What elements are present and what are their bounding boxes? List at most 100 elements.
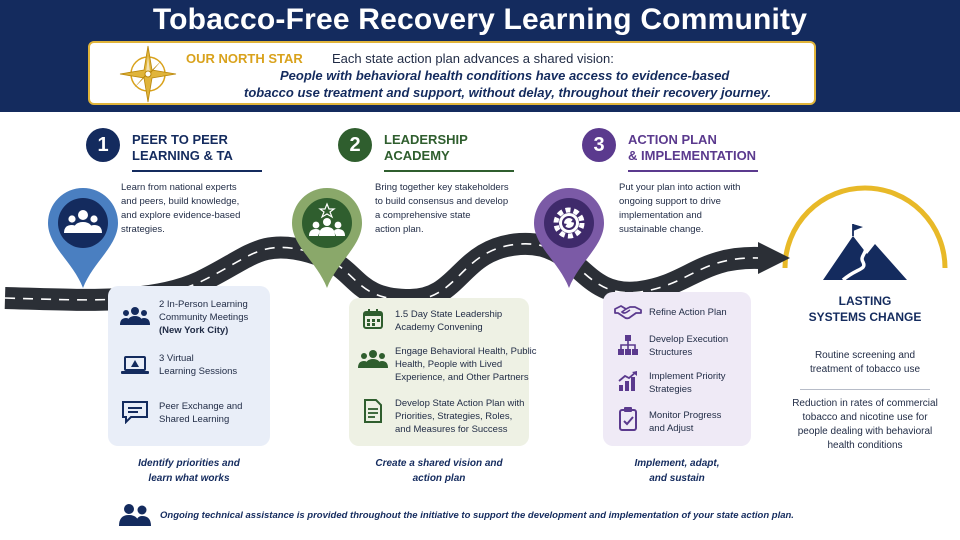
step-3-desc-line: ongoing support to drive: [619, 196, 721, 207]
item-line: Monitor Progress: [649, 410, 722, 421]
step-2-item-3: Develop State Action Plan with Prioritie…: [395, 397, 524, 436]
step-2-title: LEADERSHIP ACADEMY: [384, 132, 468, 164]
step-1-description: Learn from national experts and peers, b…: [121, 181, 240, 237]
chat-icon: [122, 401, 148, 424]
compass-star-icon: [119, 45, 177, 103]
step-1-desc-line: Learn from national experts: [121, 182, 237, 193]
outcome-line: health conditions: [827, 440, 903, 451]
clipboard-icon: [619, 407, 637, 431]
item-line: Strategies: [649, 384, 692, 395]
step-3-item-2: Develop Execution Structures: [649, 333, 728, 359]
step-1-caption: Identify priorities and learn what works: [108, 456, 270, 486]
step-3-desc-line: implementation and: [619, 210, 702, 221]
step-1-desc-line: and peers, build knowledge,: [121, 196, 240, 207]
item-line: Peer Exchange and: [159, 401, 243, 412]
people-icon: [358, 350, 388, 368]
lasting-change-outcome-1: Routine screening and treatment of tobac…: [790, 349, 940, 377]
north-star-box: [88, 41, 816, 105]
step-2-desc-line: Bring together key stakeholders: [375, 182, 509, 193]
north-star-label: OUR NORTH STAR: [186, 51, 303, 66]
step-1-number: 1: [86, 128, 120, 162]
road-arrow-head: [758, 242, 790, 274]
step-1-desc-line: and explore evidence-based: [121, 210, 241, 221]
item-line: and Adjust: [649, 423, 694, 434]
calendar-icon: [363, 309, 383, 329]
item-line: 2 In-Person Learning: [159, 299, 248, 310]
item-line: Develop State Action Plan with: [395, 398, 525, 409]
pin-1: [48, 188, 118, 288]
step-3-item-1: Refine Action Plan: [649, 306, 727, 319]
outcome-line: Routine screening and: [814, 350, 916, 361]
caption-line: Create a shared vision and: [375, 458, 503, 469]
step-2-item-2: Engage Behavioral Health, Public Health,…: [395, 345, 537, 384]
caption-line: action plan: [412, 473, 466, 484]
step-3-rule: [628, 170, 758, 172]
item-line: and Measures for Success: [395, 424, 508, 435]
item-line: Structures: [649, 347, 693, 358]
caption-line: Identify priorities and: [138, 458, 240, 469]
item-line: Develop Execution: [649, 334, 729, 345]
group-icon: [120, 307, 150, 325]
step-3-title: ACTION PLAN & IMPLEMENTATION: [628, 132, 756, 164]
step-1-title-line-1: PEER TO PEER: [132, 132, 228, 147]
item-line: Shared Learning: [159, 414, 230, 425]
item-line: Experience, and Other Partners: [395, 372, 529, 383]
item-line: Refine Action Plan: [649, 307, 727, 318]
step-2-desc-line: to build consensus and develop: [375, 196, 509, 207]
step-3-number: 3: [582, 128, 616, 162]
item-line: Academy Convening: [395, 322, 483, 333]
caption-line: learn what works: [148, 473, 230, 484]
step-1-item-1: 2 In-Person Learning Community Meetings …: [159, 298, 248, 337]
step-1-item-2: 3 Virtual Learning Sessions: [159, 352, 237, 378]
step-3-desc-line: sustainable change.: [619, 224, 704, 235]
item-line: Health, People with Lived: [395, 359, 503, 370]
pin-2: [292, 188, 362, 288]
step-2-item-1: 1.5 Day State Leadership Academy Conveni…: [395, 308, 502, 334]
leadership-icon: [309, 202, 345, 236]
step-1-item-3: Peer Exchange and Shared Learning: [159, 400, 242, 426]
handshake-icon: [614, 305, 642, 320]
step-2-desc-line: a comprehensive state: [375, 210, 471, 221]
caption-line: Implement, adapt,: [634, 458, 720, 469]
step-2-description: Bring together key stakeholders to build…: [375, 181, 509, 237]
goal-arc: [782, 185, 948, 269]
item-line: 1.5 Day State Leadership: [395, 309, 503, 320]
laptop-icon: [121, 356, 149, 374]
growth-chart-icon: [618, 371, 637, 391]
outcome-line: treatment of tobacco use: [809, 364, 921, 375]
item-line: Learning Sessions: [159, 366, 238, 377]
step-2-desc-line: action plan.: [375, 224, 424, 235]
item-line: (New York City): [159, 325, 229, 336]
step-3-title-line-1: ACTION PLAN: [628, 132, 717, 147]
step-1-title: PEER TO PEER LEARNING & TA: [132, 132, 233, 164]
item-line: Priorities, Strategies, Roles,: [395, 411, 513, 422]
lasting-title-line-2: SYSTEMS CHANGE: [808, 310, 922, 324]
caption-line: and sustain: [649, 473, 705, 484]
outcome-line: Reduction in rates of commercial: [792, 398, 938, 409]
step-2-caption: Create a shared vision and action plan: [349, 456, 529, 486]
step-2-title-line-1: LEADERSHIP: [384, 132, 468, 147]
pin-3: [534, 188, 604, 288]
team-icon: [119, 504, 151, 526]
outcome-line: people dealing with behavioral: [797, 426, 933, 437]
group-icon: [64, 210, 102, 233]
step-3-item-4: Monitor Progress and Adjust: [649, 409, 721, 435]
lasting-change-title: LASTING SYSTEMS CHANGE: [790, 293, 940, 325]
lasting-divider: [800, 389, 930, 390]
step-3-description: Put your plan into action with ongoing s…: [619, 181, 740, 237]
item-line: 3 Virtual: [159, 353, 194, 364]
item-line: Community Meetings: [159, 312, 249, 323]
document-icon: [364, 399, 382, 423]
item-line: Engage Behavioral Health, Public: [395, 346, 537, 357]
outcome-line: tobacco and nicotine use for: [802, 412, 928, 423]
step-1-title-line-2: LEARNING & TA: [132, 148, 233, 163]
step-3-item-3: Implement Priority Strategies: [649, 370, 726, 396]
step-2-title-line-2: ACADEMY: [384, 148, 450, 163]
step-1-rule: [132, 170, 262, 172]
item-line: Implement Priority: [649, 371, 726, 382]
mountain-flag-icon: [823, 224, 907, 282]
north-star-vision-line-1: People with behavioral health conditions…: [280, 68, 730, 83]
step-2-number: 2: [338, 128, 372, 162]
step-2-rule: [384, 170, 514, 172]
